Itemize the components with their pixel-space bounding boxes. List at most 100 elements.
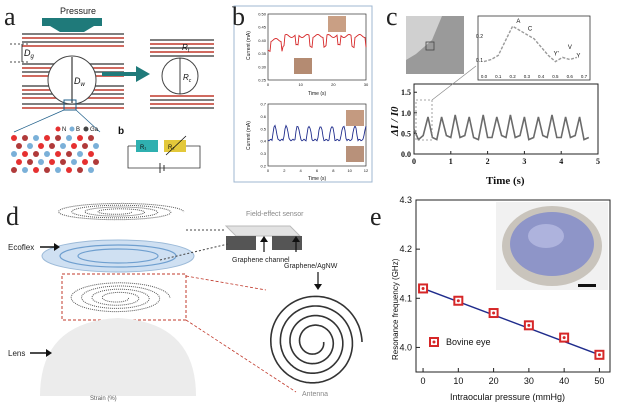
xtick: 4	[559, 157, 563, 166]
inset-point-label: A	[516, 19, 520, 25]
ytick: 0.7	[260, 102, 266, 107]
chart-e-points	[418, 283, 605, 360]
resistor-r1	[136, 140, 158, 152]
xtick: 4	[300, 168, 303, 173]
r2-label: R₂	[168, 145, 175, 151]
xtick: 0	[412, 157, 416, 166]
xtick: 0.2	[509, 74, 516, 79]
chart-c-zoom-box	[415, 99, 433, 141]
xtick: 10	[298, 82, 303, 87]
atom	[82, 159, 88, 165]
chart-c-ylabel: ΔI / I0	[389, 106, 401, 137]
ytick: 0.5	[401, 129, 411, 138]
chart-b-top-yticks: 0.250.300.350.400.450.50	[258, 12, 267, 83]
chart-b-bottom-ylabel: Current (mA)	[246, 121, 252, 150]
data-point-center	[456, 299, 460, 303]
atom	[11, 151, 17, 157]
atom	[71, 159, 77, 165]
ytick: 4.2	[399, 244, 412, 254]
antenna-label: Antenna	[302, 391, 328, 398]
ytick: 4.3	[399, 195, 412, 205]
chart-c-yticks: 0.00.51.01.5	[401, 88, 417, 159]
xtick: 5	[596, 157, 600, 166]
xtick: 20	[489, 376, 499, 386]
chart-e-ylabel: Resonance frequency (GHz)	[391, 258, 400, 360]
r1-label: R₁	[140, 145, 146, 151]
legend-label: Bovine eye	[446, 337, 491, 347]
sensor-electrode-right	[272, 236, 302, 250]
atom	[93, 143, 99, 149]
scale-bar	[578, 284, 596, 287]
spiral-layer-top	[58, 202, 185, 221]
chart-b-top-frame	[267, 13, 367, 81]
xtick: 8	[332, 168, 335, 173]
xtick: 0.7	[581, 74, 588, 79]
data-point-center	[597, 353, 601, 357]
atom	[16, 143, 22, 149]
atom	[49, 159, 55, 165]
panel-b-charts: Current (mA) 0.250.300.350.400.450.50 0 1…	[233, 5, 373, 183]
atom	[60, 159, 66, 165]
photo-zoom-box	[425, 41, 435, 51]
data-point-center	[562, 336, 566, 340]
chart-c-inset-yticks: 0.10.2	[476, 34, 483, 64]
atom	[60, 143, 66, 149]
xtick: 0.4	[538, 74, 545, 79]
xtick: 3	[522, 157, 526, 166]
zoom-box	[63, 99, 77, 111]
ytick: 0.2	[260, 164, 266, 169]
ecoflex-label: Ecoflex	[8, 243, 34, 252]
panel-d-letter: d	[6, 202, 19, 231]
spiral-path	[70, 282, 171, 313]
panel-a: a Pressure Dw Dg N B	[0, 0, 228, 180]
face-photo-3	[346, 110, 364, 126]
data-point-center	[492, 311, 496, 315]
face-photo-4	[346, 146, 364, 162]
atom	[66, 167, 72, 173]
atom	[22, 135, 28, 141]
panel-b-frame	[233, 5, 373, 183]
chart-c-inset-frame	[477, 15, 591, 81]
chart-e-fit-line	[422, 287, 600, 356]
xtick: 6	[316, 168, 319, 173]
layer-stack-right	[150, 39, 214, 109]
panel-e-letter: e	[370, 202, 382, 231]
ytick: 0.1	[476, 58, 483, 64]
atom	[82, 143, 88, 149]
panel-d: d Ecoflex Lens Strain (%) Field-effect s…	[0, 196, 370, 406]
chart-e-xlabel: Intraocular pressure (mmHg)	[450, 392, 565, 402]
atom	[11, 135, 17, 141]
atom	[77, 135, 83, 141]
ytick: 0.25	[258, 78, 267, 83]
chart-b-bottom-line	[267, 124, 367, 142]
chart-b-bottom-xlabel: Time (s)	[308, 176, 326, 182]
ytick: 0.3	[260, 151, 266, 156]
xtick: 0	[267, 82, 270, 87]
atom	[44, 167, 50, 173]
atom	[66, 135, 72, 141]
ytick: 0.5	[260, 126, 266, 131]
ytick: 0.35	[258, 51, 267, 56]
atom	[33, 151, 39, 157]
atom	[33, 135, 39, 141]
xtick: 0	[421, 376, 426, 386]
panel-e-chart: Resonance frequency (GHz) 4.04.14.24.3 0…	[391, 195, 611, 402]
spiral-path	[58, 202, 185, 221]
data-point-center	[527, 323, 531, 327]
field-effect-label: Field-effect sensor	[246, 211, 304, 218]
xtick: 0.5	[552, 74, 559, 79]
atom	[38, 143, 44, 149]
chart-b-bottom-yticks: 0.20.30.40.50.60.7	[260, 102, 266, 169]
inset-point-label: Y	[576, 54, 580, 60]
xtick: 2	[486, 157, 490, 166]
d-gap-label: Dg	[24, 48, 35, 60]
atom	[16, 159, 22, 165]
atom	[22, 151, 28, 157]
xtick: 30	[364, 82, 369, 87]
atom	[49, 143, 55, 149]
atom	[27, 159, 33, 165]
